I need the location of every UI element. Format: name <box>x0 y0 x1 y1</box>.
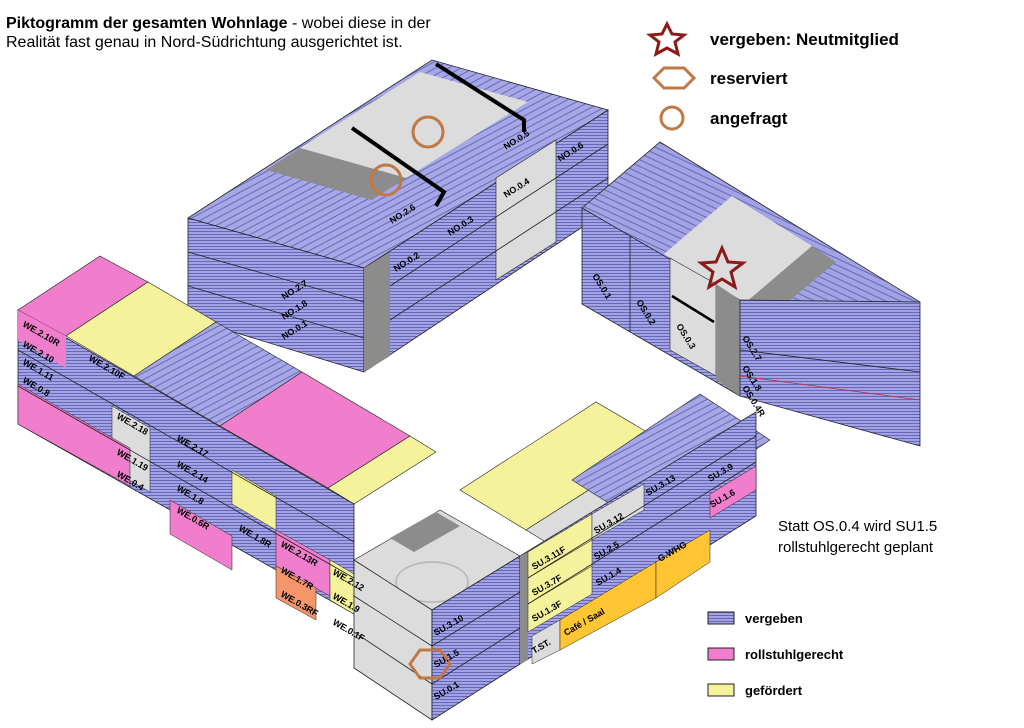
legend-subsidized-swatch <box>707 683 735 697</box>
diagram-title: Piktogramm der gesamten Wohnlage - wobei… <box>6 14 446 52</box>
east-wing: OS.0.1 OS.0.2 OS.0.3 OS.2.7 OS.1.8 OS.0.… <box>581 141 921 447</box>
su-unit-wheelchair <box>709 465 757 519</box>
legend-circle-label: angefragt <box>710 109 788 128</box>
we-unit-wheelchair <box>18 310 66 368</box>
north-wing-boundary <box>350 126 447 207</box>
we-unit-wheelchair-3 <box>169 499 233 571</box>
su-unit-free <box>591 483 645 541</box>
legend-assigned-swatch <box>707 611 735 625</box>
new-member-star-icon <box>696 244 748 291</box>
north-wing: NO.2.7 NO.1.8 NO.0.1 NO.2.6 NO.0.2 NO.0.… <box>187 59 609 373</box>
legend-assigned-label: vergeben <box>745 611 803 626</box>
east-wing-stair <box>716 284 740 396</box>
symbol-legend: vergeben: Neutmitglied reserviert angefr… <box>646 20 899 131</box>
north-wing-stair-roof <box>266 148 406 200</box>
west-south-block: WE.2.10R WE.2.10 WE.1.11 WE.0.8 WE.2.10F… <box>17 255 771 721</box>
we-unit-wheelchair-2 <box>17 383 131 487</box>
legend-star-label: vergeben: Neutmitglied <box>710 30 899 49</box>
reserved-hexagon-icon <box>408 648 452 680</box>
legend-star-icon <box>646 20 688 57</box>
legend-hexagon-icon <box>651 66 697 90</box>
corner-roof-skylight <box>395 561 469 603</box>
east-wing-end <box>739 299 921 447</box>
color-legend: vergeben rollstuhlgerecht gefördert <box>707 611 844 698</box>
diagram-title-rest: - wobei diese in der Realität fast genau… <box>6 15 431 51</box>
legend-wheelchair-label: rollstuhlgerecht <box>745 647 844 662</box>
diagram-title-bold: Piktogramm der gesamten Wohnlage <box>6 15 288 32</box>
we-unit-wheelchair-5 <box>275 565 317 621</box>
corner-roof-stair <box>390 512 460 552</box>
north-wing-free-unit <box>495 139 557 281</box>
su-unit-subsidized-3 <box>527 565 593 633</box>
north-wing-stair <box>364 252 390 372</box>
legend-hexagon-label: reserviert <box>710 69 788 88</box>
requested-circle-icon <box>411 115 445 149</box>
planning-note: Statt OS.0.4 wird SU1.5 rollstuhlgerecht… <box>778 518 938 556</box>
requested-circle-icon <box>369 163 403 197</box>
su-unit-commercial-2 <box>655 529 711 599</box>
legend-circle-icon <box>659 105 685 131</box>
north-wing-boundary-2 <box>434 62 526 132</box>
legend-subsidized-label: gefördert <box>745 683 803 698</box>
legend-wheelchair-swatch <box>707 647 735 661</box>
